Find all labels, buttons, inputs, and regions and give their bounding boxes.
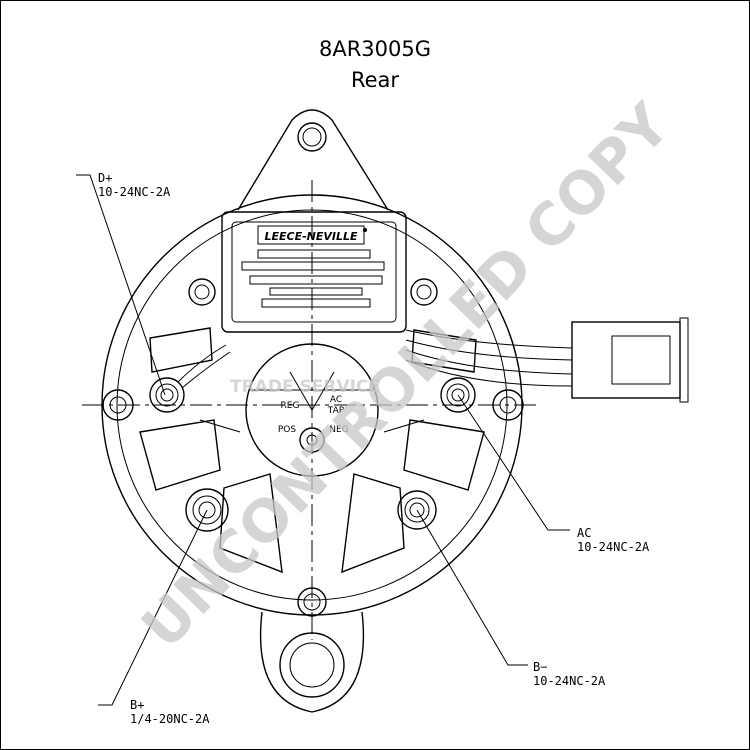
ac-terminal [440,377,476,413]
rectifier-window [245,343,379,477]
reg-label: REG [281,401,300,411]
vent-slot [403,419,485,491]
wire-connector [571,321,681,399]
vent-slot [411,329,477,373]
ac-leader [457,394,570,531]
right-ear-hole [492,389,524,421]
d-plus-leader [76,174,166,396]
center-stud [299,427,325,453]
top-mount-hole [297,122,327,152]
b-minus-name: B− [533,660,548,674]
ac-spec: 10-24NC-2A [577,540,650,554]
ac-name: AC [577,526,592,540]
b-minus-callout: B− 10-24NC-2A [533,660,605,688]
b-plus-leader [98,509,208,706]
d-plus-terminal [149,377,185,413]
regulator-brand: LEECE-NEVILLE [264,230,358,243]
pos-label: POS [278,425,297,435]
d-plus-callout: D+ 10-24NC-2A [98,171,170,199]
b-minus-spec: 10-24NC-2A [533,674,606,688]
b-plus-name: B+ [130,698,145,712]
vent-slot [219,473,283,574]
regulator-logo-plate [257,225,365,245]
upper-right-bolt [410,278,438,306]
upper-left-bolt [188,278,216,306]
b-plus-spec: 1/4-20NC-2A [130,712,210,726]
regulator-housing [221,211,407,333]
b-plus-terminal [185,488,229,532]
tap-label: TAP [327,406,345,416]
d-plus-spec: 10-24NC-2A [98,185,171,199]
b-plus-callout: B+ 1/4-20NC-2A [130,698,209,726]
left-ear-hole [102,389,134,421]
bottom-bolt [297,587,327,617]
watermark-secondary: TRADE SERVICE [230,377,380,397]
vent-slot [139,419,221,491]
neg-label: NEG [329,425,348,435]
bottom-mount-ear [259,611,365,713]
b-minus-leader [416,509,528,666]
d-plus-name: D+ [98,171,113,185]
ac-label: AC [330,395,342,405]
part-number-title: 8AR3005G [318,37,432,61]
b-minus-terminal [397,490,437,530]
view-subtitle: Rear [350,68,400,92]
ac-callout: AC 10-24NC-2A [577,526,649,554]
vent-slot [341,473,405,574]
vent-slot [149,327,213,373]
top-mount-ear [237,109,389,211]
